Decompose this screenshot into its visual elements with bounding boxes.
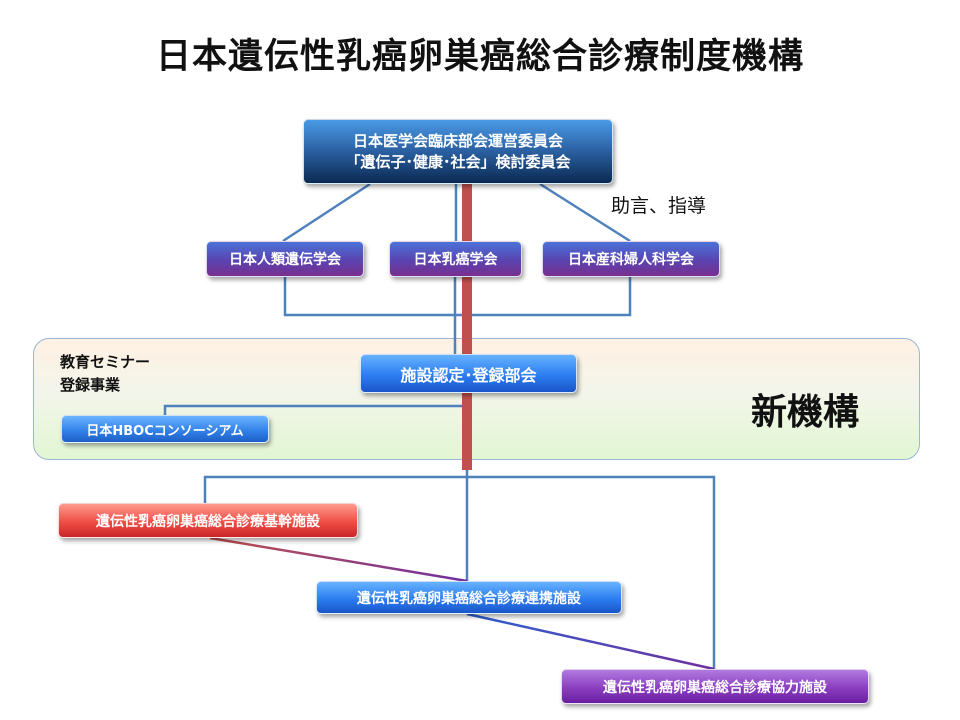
base-facility-box: 遺伝性乳癌卵巣癌総合診療基幹施設 [58, 503, 358, 538]
advice-label: 助言、指導 [611, 195, 707, 217]
seminar-line1: 教育セミナー [60, 353, 151, 371]
link-facility-box: 遺伝性乳癌卵巣癌総合診療連携施設 [316, 581, 622, 614]
top-committee-line1: 日本医学会臨床部会運営委員会 [352, 131, 563, 150]
consortium-label: 日本HBOCコンソーシアム [86, 423, 244, 439]
top-committee-line2: 「遺伝子･健康･社会」検討委員会 [345, 152, 571, 171]
society-label: 日本乳癌学会 [413, 252, 498, 268]
connector-top-to-society-left [282, 182, 371, 243]
link-facility-label: 遺伝性乳癌卵巣癌総合診療連携施設 [357, 590, 581, 607]
consortium-box: 日本HBOCコンソーシアム [61, 415, 269, 443]
new-body-label: 新機構 [751, 392, 860, 433]
base-facility-label: 遺伝性乳癌卵巣癌総合診療基幹施設 [96, 513, 320, 530]
registration-dept-label: 施設認定･登録部会 [400, 365, 537, 385]
diagonal-base-to-link [209, 536, 468, 583]
registration-dept-box: 施設認定･登録部会 [360, 354, 577, 393]
connector-society-bracket [283, 277, 632, 317]
diagonal-link-to-coop [466, 612, 715, 671]
chart-title: 日本遺伝性乳癌卵巣癌総合診療制度機構 [155, 37, 804, 77]
top-committee-box: 日本医学会臨床部会運営委員会 「遺伝子･健康･社会」検討委員会 [303, 119, 613, 184]
connector-top-to-society-right [539, 182, 631, 243]
coop-facility-label: 遺伝性乳癌卵巣癌総合診療協力施設 [603, 679, 827, 696]
connector-facility-bracket [203, 475, 716, 669]
society-label: 日本人類遺伝学会 [229, 252, 341, 268]
society-breast-cancer-box: 日本乳癌学会 [389, 241, 522, 277]
seminar-line2: 登録事業 [60, 376, 121, 394]
society-obgyn-box: 日本産科婦人科学会 [542, 241, 720, 277]
seminar-label: 教育セミナー 登録事業 [60, 351, 150, 397]
coop-facility-box: 遺伝性乳癌卵巣癌総合診療協力施設 [561, 669, 869, 704]
society-label: 日本産科婦人科学会 [568, 252, 694, 268]
society-human-genetics-box: 日本人類遺伝学会 [206, 241, 364, 277]
connector-dept-to-consortium [163, 393, 469, 415]
